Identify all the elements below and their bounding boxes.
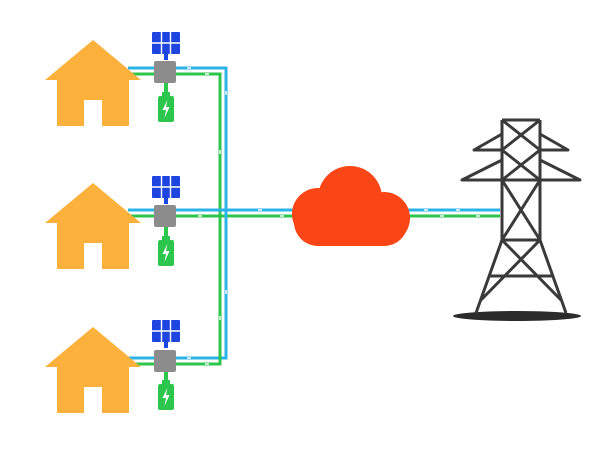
house-icon (45, 40, 141, 126)
solar-panel-icon (151, 319, 181, 349)
inverter-box-icon (154, 205, 176, 227)
solar-panel-icon (151, 175, 181, 205)
inverter-box-icon (154, 350, 176, 372)
cloud-icon (292, 166, 410, 246)
inverter-box-icon (154, 61, 176, 83)
battery-icon (158, 236, 174, 266)
solar-panel-icon (151, 31, 181, 61)
house-icon (45, 327, 141, 413)
house-icon (45, 183, 141, 269)
transmission-tower-icon (453, 118, 582, 321)
battery-icon (158, 380, 174, 410)
battery-icon (158, 92, 174, 122)
